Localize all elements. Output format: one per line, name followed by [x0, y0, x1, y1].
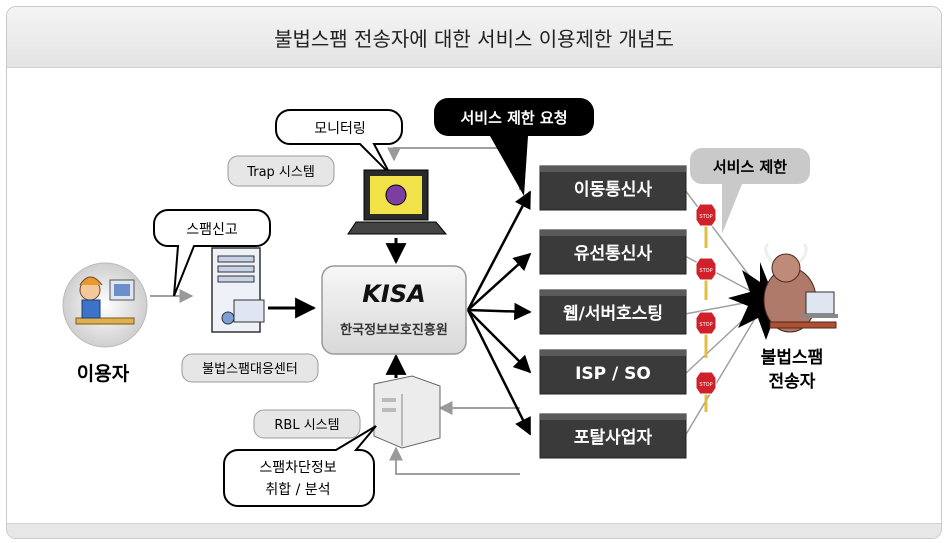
rbl-system-label: RBL 시스템 — [274, 418, 339, 433]
kisa-name: 한국정보보호진흥원 — [340, 322, 448, 338]
spammer-label-line1: 불법스팸 — [761, 348, 824, 368]
monitoring-bubble: 모니터링 — [275, 109, 403, 175]
svg-text:STOP: STOP — [699, 268, 712, 274]
collect-analyze-bubble: 스팸차단정보 취합 / 분석 — [223, 425, 377, 507]
user-illustration — [62, 262, 148, 348]
diagram-title-bar: 불법스팸 전송자에 대한 서비스 이용제한 개념도 — [7, 7, 941, 68]
provider-box-isp: ISP / SO — [539, 349, 687, 395]
provider-label: 유선통신사 — [574, 244, 653, 264]
svg-text:STOP: STOP — [699, 214, 712, 220]
svg-text:STOP: STOP — [699, 382, 712, 388]
rbl-server-icon — [373, 375, 441, 449]
collect-line2: 취합 / 분석 — [265, 482, 330, 498]
trap-system-pill: Trap 시스템 — [227, 155, 335, 187]
service-request-text: 서비스 제한 요청 — [460, 109, 567, 127]
provider-label: 이동통신사 — [574, 180, 653, 200]
monitoring-text: 모니터링 — [314, 121, 366, 137]
spammer-illustration — [763, 242, 838, 333]
rbl-system-pill: RBL 시스템 — [253, 409, 361, 439]
report-center-pill: 불법스팸대응센터 — [181, 353, 319, 383]
provider-box-hosting: 웹/서버호스팅 — [539, 289, 687, 335]
service-request-callout: 서비스 제한 요청 — [434, 98, 594, 196]
collect-line1: 스팸차단정보 — [259, 460, 336, 476]
provider-label: 웹/서버호스팅 — [563, 304, 663, 324]
black-flow-arrows — [268, 190, 532, 436]
service-limit-callout: 서비스 제한 — [690, 148, 810, 234]
report-center-label: 불법스팸대응센터 — [202, 362, 298, 377]
provider-label: 포탈사업자 — [574, 427, 653, 448]
stop-sign-icon: STOP — [695, 311, 717, 358]
footer-bar — [7, 523, 941, 538]
spam-report-bubble: 스팸신고 — [153, 209, 271, 297]
stop-sign-icon: STOP — [695, 257, 717, 300]
trap-system-label: Trap 시스템 — [246, 165, 315, 180]
svg-text:STOP: STOP — [699, 322, 712, 328]
monitor-computer-icon — [347, 169, 448, 235]
provider-box-wired: 유선통신사 — [539, 229, 687, 275]
stop-sign-icon: STOP — [695, 203, 717, 248]
kisa-logo: KISA — [362, 280, 425, 308]
service-limit-text: 서비스 제한 — [713, 158, 787, 176]
spammer-label-line2: 전송자 — [769, 372, 816, 392]
kisa-box: KISA 한국정보보호진흥원 — [321, 265, 467, 355]
report-center-server — [211, 247, 265, 333]
user-label: 이용자 — [77, 363, 130, 385]
provider-box-mobile: 이동통신사 — [539, 165, 687, 211]
spam-report-text: 스팸신고 — [186, 222, 238, 238]
stop-sign-icon: STOP — [695, 371, 717, 412]
diagram-title: 불법스팸 전송자에 대한 서비스 이용제한 개념도 — [274, 26, 674, 51]
provider-box-portal: 포탈사업자 — [539, 413, 687, 459]
provider-label: ISP / SO — [575, 364, 651, 384]
